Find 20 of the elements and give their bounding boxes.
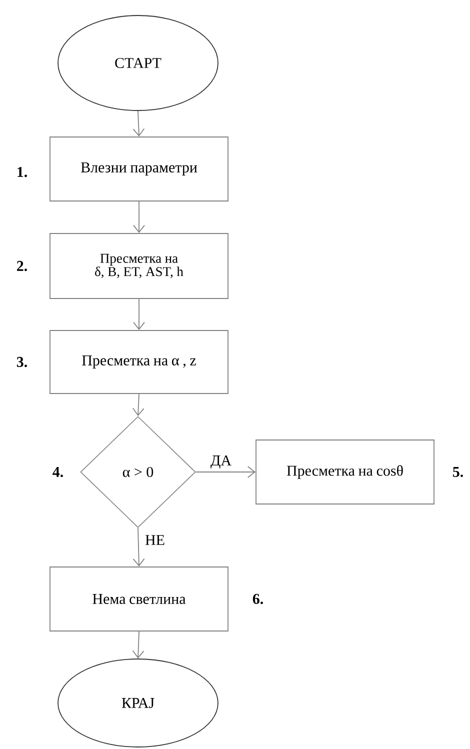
step-number: 5. (452, 467, 463, 478)
step-number: 2. (17, 260, 27, 272)
arrow (132, 110, 145, 137)
arrow (196, 466, 256, 478)
arrow (132, 631, 144, 659)
edge-label: ДА (209, 454, 233, 470)
arrow (133, 298, 145, 330)
step-number: 1. (18, 166, 27, 178)
arrow (133, 201, 145, 234)
process-box: Пресметка на α , z (50, 330, 228, 394)
process-box: Нема светлина (50, 566, 228, 632)
step-number: 3. (16, 356, 27, 368)
step-number: 6. (252, 594, 263, 604)
step-number: 4. (52, 466, 63, 478)
process-box: Пресметка на δ, B, ET, AST, h (50, 233, 228, 299)
process-box: Влезни параметри (50, 136, 228, 202)
edge-label: НЕ (144, 534, 166, 546)
arrow (132, 394, 144, 416)
process-box: Пресметка на cosθ (256, 440, 434, 504)
arrow (132, 528, 145, 567)
